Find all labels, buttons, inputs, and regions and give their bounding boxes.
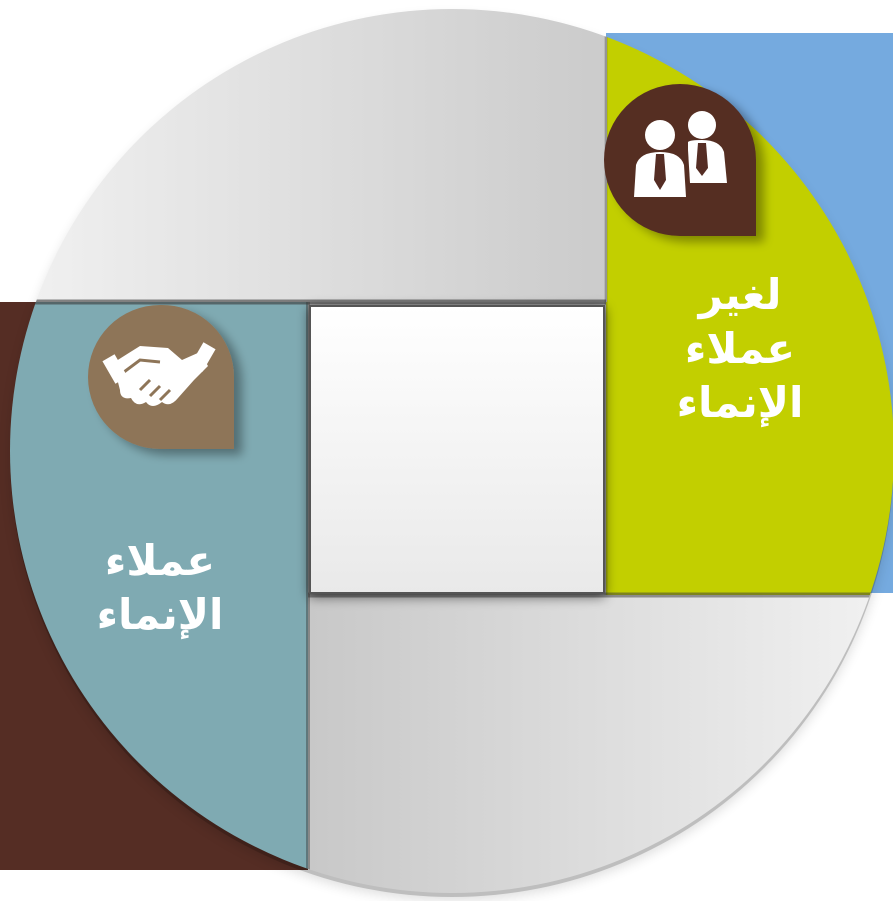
handshake-icon (102, 342, 216, 406)
segment-label-line: عملاء (684, 324, 796, 373)
center-square (309, 305, 605, 594)
businessmen-icon (634, 111, 727, 197)
ring-top-band (10, 9, 606, 302)
segment-label-non-customers: لغير عملاء الإنماء (640, 268, 840, 430)
segment-label-line: لغير (698, 270, 782, 319)
ring-bottom-band (308, 595, 893, 893)
segment-label-line: عملاء (104, 536, 216, 585)
segment-label-line: الإنماء (676, 378, 804, 427)
segment-label-customers: عملاء الإنماء (60, 534, 260, 642)
segment-label-line: الإنماء (96, 590, 224, 639)
